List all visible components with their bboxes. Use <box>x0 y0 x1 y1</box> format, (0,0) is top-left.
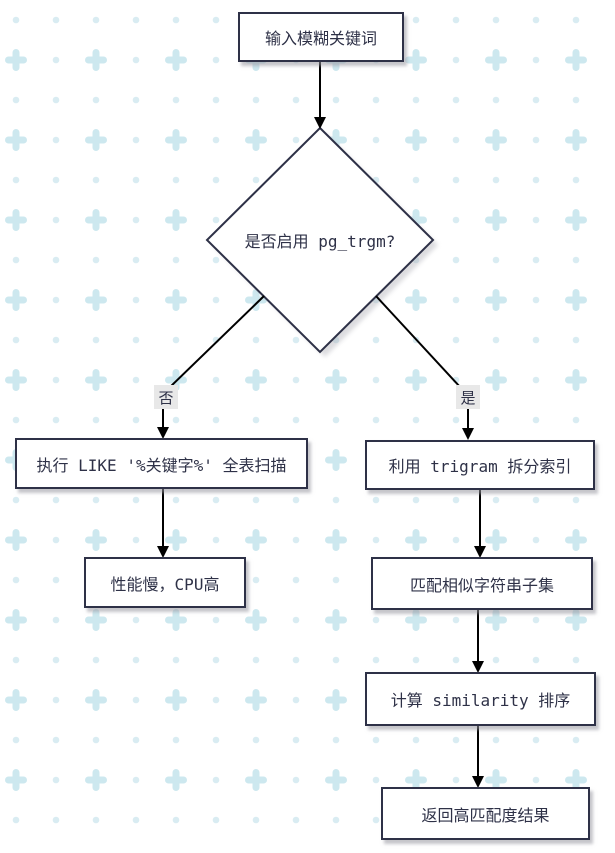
arrowhead-input-to-decision <box>314 117 326 129</box>
edge-decision-yes-diagonal <box>375 295 462 389</box>
arrowhead-like-scan-to-slow-cpu <box>157 546 169 558</box>
node-decision-pg-trgm: 是否启用 pg_trgm? <box>244 232 396 251</box>
node-trigram-index: 利用 trigram 拆分索引 <box>365 440 595 490</box>
node-input-keyword: 输入模糊关键词 <box>238 12 404 62</box>
edge-label-yes: 是 <box>456 385 480 409</box>
node-slow-cpu: 性能慢，CPU高 <box>84 557 246 608</box>
node-like-full-scan: 执行 LIKE '%关键字%' 全表扫描 <box>15 438 308 489</box>
arrowhead-yes-to-trigram-index <box>462 428 474 440</box>
node-match-subset: 匹配相似字符串子集 <box>371 557 593 610</box>
arrowhead-no-to-like-scan <box>157 427 169 439</box>
edge-label-no: 否 <box>154 385 178 409</box>
arrowhead-match-to-similarity <box>472 661 484 673</box>
node-return-results: 返回高匹配度结果 <box>381 787 590 840</box>
node-similarity-sort: 计算 similarity 排序 <box>365 672 596 726</box>
edge-decision-no-diagonal <box>167 295 265 390</box>
arrowhead-similarity-to-results <box>472 776 484 788</box>
arrowhead-trigram-to-match <box>474 546 486 558</box>
